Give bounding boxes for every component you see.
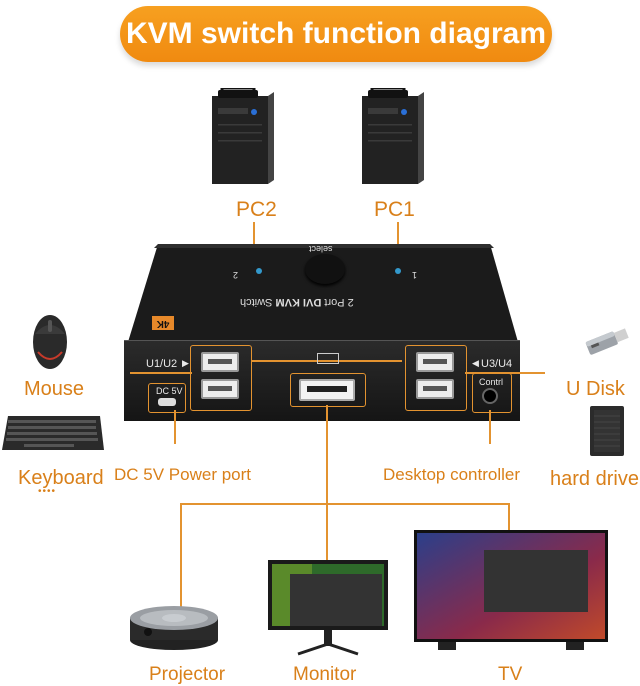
- u1u2-label: U1/U2: [146, 358, 178, 370]
- dvi-output-port[interactable]: [299, 379, 355, 401]
- monitor-label: Monitor: [293, 664, 357, 685]
- contrl-frame: [472, 373, 512, 413]
- mouse-label: Mouse: [24, 378, 85, 400]
- 4k-badge: 4K: [152, 316, 174, 330]
- select-label: select: [309, 244, 333, 254]
- dc-power-port[interactable]: [158, 398, 176, 406]
- diagram-title: KVM switch function diagram: [125, 17, 547, 50]
- monitor-icon: [268, 560, 388, 656]
- keyboard-dots: ••••: [38, 486, 57, 497]
- port-2-led: [256, 268, 262, 274]
- select-button[interactable]: [305, 254, 345, 284]
- pc1-connector-line: [397, 222, 399, 250]
- dc-port-label: DC 5V Power port: [114, 465, 251, 484]
- kvm-model-label: 2 Port DVI KVM Switch: [240, 296, 354, 308]
- controller-jack[interactable]: [482, 388, 498, 404]
- pc2-tower-icon: [212, 88, 274, 184]
- hard-drive-label: hard drive: [550, 468, 639, 490]
- u3u4-label: U3/U4: [481, 358, 513, 370]
- port-1-number: 1: [412, 270, 418, 280]
- dvi-output-line: [326, 405, 328, 505]
- usb-port-u2[interactable]: [201, 379, 239, 399]
- keyboard-icon: [2, 416, 104, 450]
- right-usb-group: [405, 345, 467, 411]
- dc-line: [174, 410, 176, 444]
- tv-line: [508, 503, 510, 531]
- controller-line: [489, 410, 491, 444]
- monitor-line: [326, 503, 328, 563]
- left-usb-group: [190, 345, 252, 411]
- kvm-top-face: [128, 244, 518, 342]
- usb-disk-icon: [585, 328, 629, 355]
- projector-label: Projector: [149, 664, 226, 685]
- u3u4-arrow-icon: ◀: [472, 358, 479, 368]
- pc1-label: PC1: [374, 198, 415, 221]
- dvi-frame: [290, 373, 366, 407]
- tv-label: TV: [498, 664, 523, 685]
- dc5v-label: DC 5V: [156, 386, 183, 396]
- usb-port-u1[interactable]: [201, 352, 239, 372]
- contrl-label: Contrl: [479, 377, 504, 387]
- usb-bridge-line: [252, 360, 402, 362]
- dc-port-frame: [148, 383, 186, 413]
- u1u2-arrow-icon: ▶: [182, 358, 189, 368]
- hard-drive-icon: [590, 406, 624, 456]
- pc2-label: PC2: [236, 198, 277, 221]
- keyboard-label: Keyboard: [18, 467, 104, 489]
- port-2-number: 2: [233, 270, 239, 280]
- port-1-led: [395, 268, 401, 274]
- dvi-symbol-icon: [317, 353, 339, 364]
- title-banner: KVM switch function diagram: [120, 6, 552, 62]
- mouse-line: [130, 372, 192, 374]
- mouse-icon: [33, 315, 67, 369]
- pc1-tower-icon: [362, 88, 424, 184]
- projector-line: [180, 503, 182, 611]
- projector-icon: [130, 606, 218, 650]
- video-bus-line: [180, 503, 510, 505]
- usb-port-u4[interactable]: [416, 379, 454, 399]
- u-disk-label: U Disk: [566, 378, 625, 400]
- tv-icon: [414, 530, 608, 650]
- udisk-line: [465, 372, 545, 374]
- pc2-connector-line: [253, 222, 255, 250]
- desktop-controller-label: Desktop controller: [383, 465, 521, 484]
- usb-port-u3[interactable]: [416, 352, 454, 372]
